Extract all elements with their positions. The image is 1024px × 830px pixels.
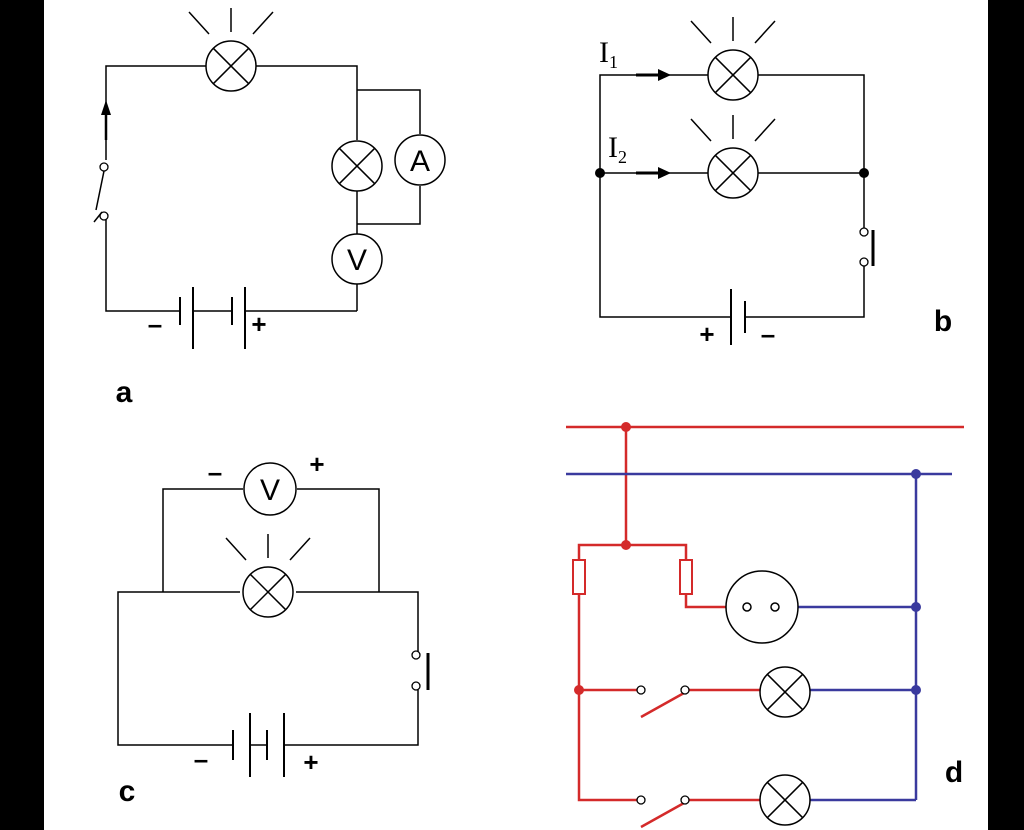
phase-split xyxy=(577,543,688,560)
arrow-b-2 xyxy=(636,167,671,179)
voltmeter-c-minus: – xyxy=(208,457,222,487)
arrow-b-1 xyxy=(636,69,671,81)
battery-a-plus: + xyxy=(251,309,266,339)
battery-b xyxy=(730,289,746,345)
phase-socket-feed xyxy=(684,594,726,609)
node-b-right xyxy=(859,168,869,178)
fuse-d-2 xyxy=(679,559,693,595)
switch-a xyxy=(93,100,112,223)
fuses-d xyxy=(572,559,693,595)
panel-c-label: c xyxy=(119,775,136,808)
wire-c-volt-left xyxy=(162,488,243,592)
voltmeter-c-plus: + xyxy=(309,449,324,479)
wire-a-ammeter-bottom xyxy=(357,186,421,225)
battery-a-minus: – xyxy=(148,309,162,339)
lamp-d-2 xyxy=(759,774,811,826)
voltmeter-a: V xyxy=(331,233,383,285)
current-label-1: I1 xyxy=(599,36,618,72)
switch-c xyxy=(411,650,430,691)
battery-a xyxy=(179,287,246,349)
panel-d-label: d xyxy=(945,756,963,789)
panel-a-label: a xyxy=(116,376,133,409)
wire-a-bottom-left xyxy=(105,215,180,312)
wire-a-top-right xyxy=(256,65,358,140)
lamp-a-right xyxy=(331,140,383,192)
wire-b-bottom-right xyxy=(745,262,865,318)
wiring-d-neutral xyxy=(566,472,952,802)
circuit-c xyxy=(117,488,419,746)
wire-c-left xyxy=(117,591,240,746)
node-b-left xyxy=(595,168,605,178)
switch-d-2-blade xyxy=(640,801,685,829)
battery-b-plus: + xyxy=(699,319,714,349)
switch-d-1-blade xyxy=(640,691,685,719)
panel-b-label: b xyxy=(934,305,952,338)
voltmeter-c-label: V xyxy=(260,474,280,507)
wire-c-volt-right xyxy=(297,488,380,592)
battery-c-plus: + xyxy=(303,747,318,777)
socket-d xyxy=(725,570,799,644)
wire-c-bottom-right xyxy=(284,686,419,746)
lamp-d-1 xyxy=(759,666,811,718)
switch-d-contacts xyxy=(636,685,690,805)
battery-b-minus: – xyxy=(761,319,775,349)
voltmeter-a-label: V xyxy=(347,244,367,277)
paper xyxy=(44,0,988,830)
current-label-2: I2 xyxy=(608,131,627,167)
fuse-d-1 xyxy=(572,559,586,595)
ammeter-a: A xyxy=(394,134,446,186)
ammeter-a-label: A xyxy=(410,145,430,178)
battery-c-minus: – xyxy=(194,744,208,774)
wire-b-top-right xyxy=(758,74,865,232)
wire-c-top-right xyxy=(296,591,419,655)
nodes-d xyxy=(574,422,921,695)
phase-left-branch xyxy=(577,594,638,802)
wire-a-ammeter-top xyxy=(357,89,421,134)
wiring-d-phase xyxy=(566,425,964,829)
battery-c xyxy=(232,713,285,777)
voltmeter-c: V xyxy=(243,462,297,516)
switch-b xyxy=(859,227,875,267)
